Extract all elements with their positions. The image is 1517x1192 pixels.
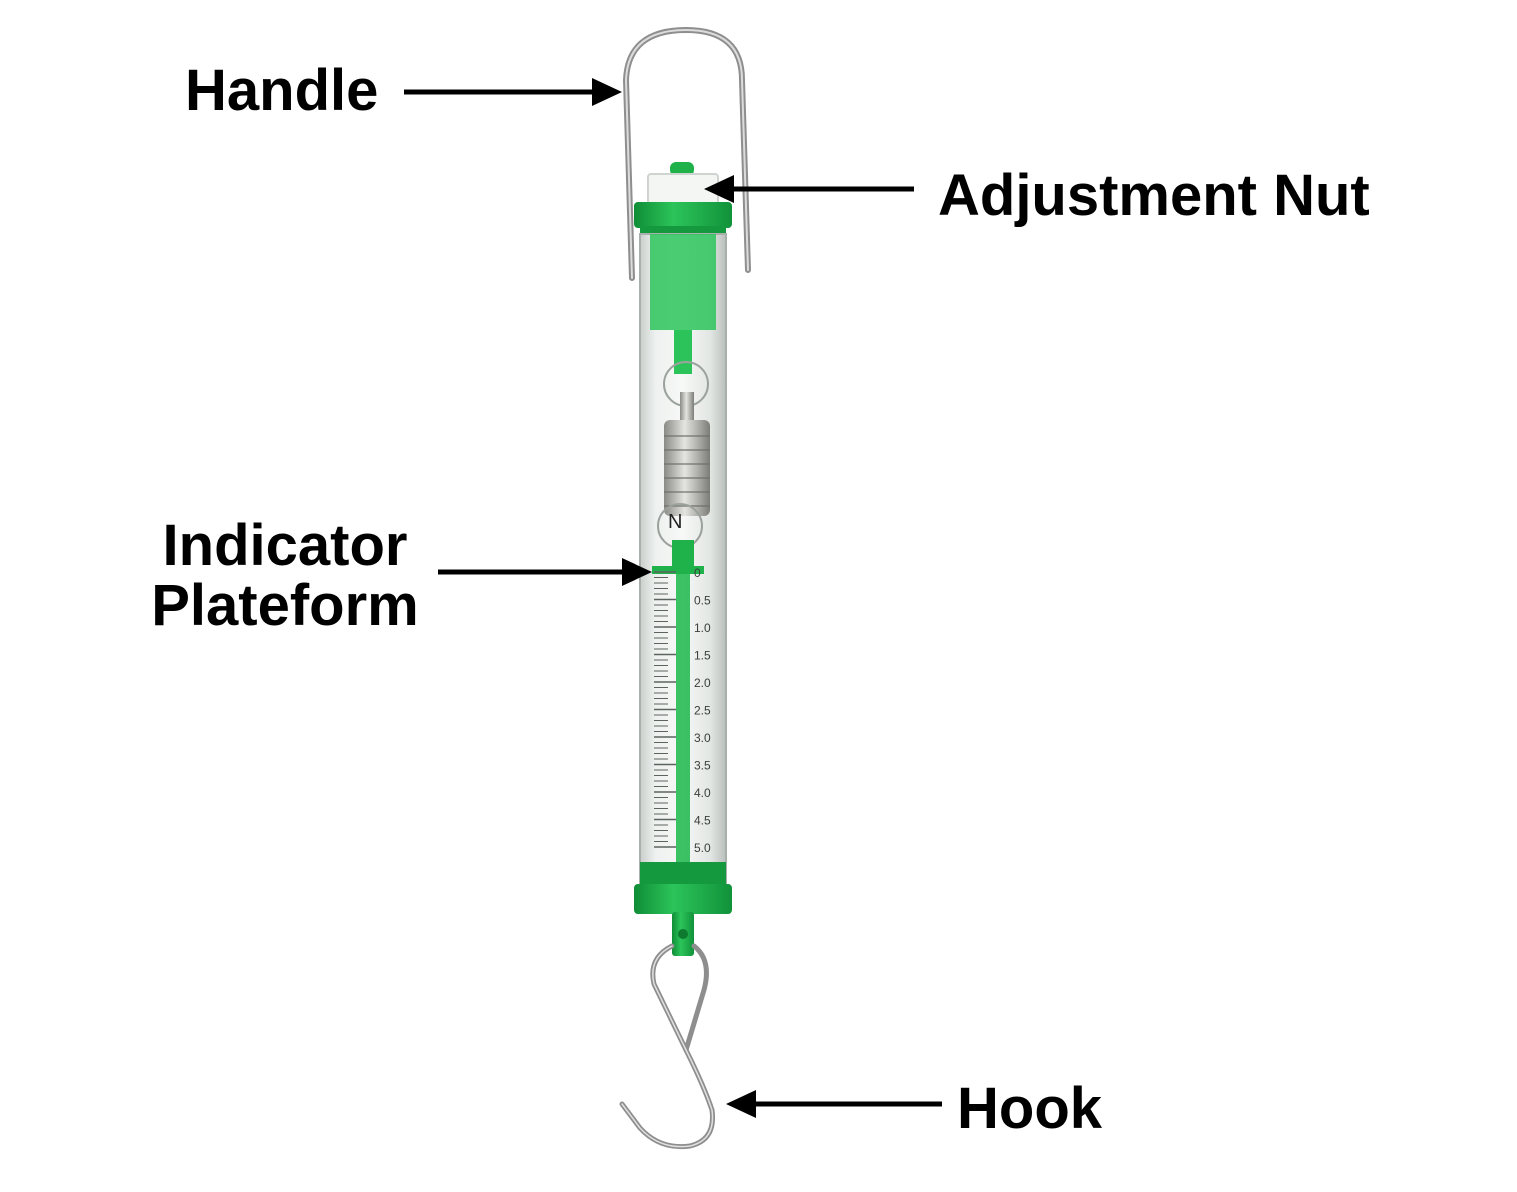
bottom-collar	[634, 862, 732, 956]
scale-tick-label: 1.0	[694, 621, 711, 635]
label-indicator-platform: Indicator Plateform	[140, 516, 430, 636]
label-indicator-line1: Indicator	[162, 513, 408, 578]
label-adjustment-nut: Adjustment Nut	[938, 163, 1370, 228]
arrow-adjustment-nut	[704, 175, 914, 203]
arrow-indicator-platform	[438, 558, 652, 586]
scale-tick-label: 3.0	[694, 731, 711, 745]
label-hook: Hook	[957, 1076, 1102, 1141]
scale-unit-label: N	[668, 511, 682, 533]
scale-tick-label: 0.5	[694, 594, 711, 608]
scale-ticks	[654, 571, 676, 848]
spring	[657, 392, 710, 549]
scale-tick-label: 2.0	[694, 676, 711, 690]
scale-tick-label: 2.5	[694, 704, 711, 718]
scale-tick-label: 4.5	[694, 814, 711, 828]
adjustment-nut	[647, 162, 719, 205]
scale-tick-label: 4.0	[694, 786, 711, 800]
arrow-handle	[404, 78, 622, 106]
hook-wire	[619, 943, 716, 1150]
scale-tick-labels: 0 0.5 1.0 1.5 2.0 2.5 3.0 3.5 4.0 4.5 5.0	[694, 566, 711, 855]
arrow-hook	[726, 1090, 942, 1118]
scale-tick-label: 1.5	[694, 649, 711, 663]
label-handle: Handle	[185, 58, 379, 123]
top-collar	[634, 202, 732, 236]
indicator-platform	[652, 540, 704, 864]
label-indicator-line2: Plateform	[151, 573, 419, 638]
scale-tick-label: 0	[694, 566, 701, 580]
scale-tick-label: 5.0	[694, 841, 711, 855]
handle-wire	[622, 26, 751, 281]
scale-tick-label: 3.5	[694, 759, 711, 773]
